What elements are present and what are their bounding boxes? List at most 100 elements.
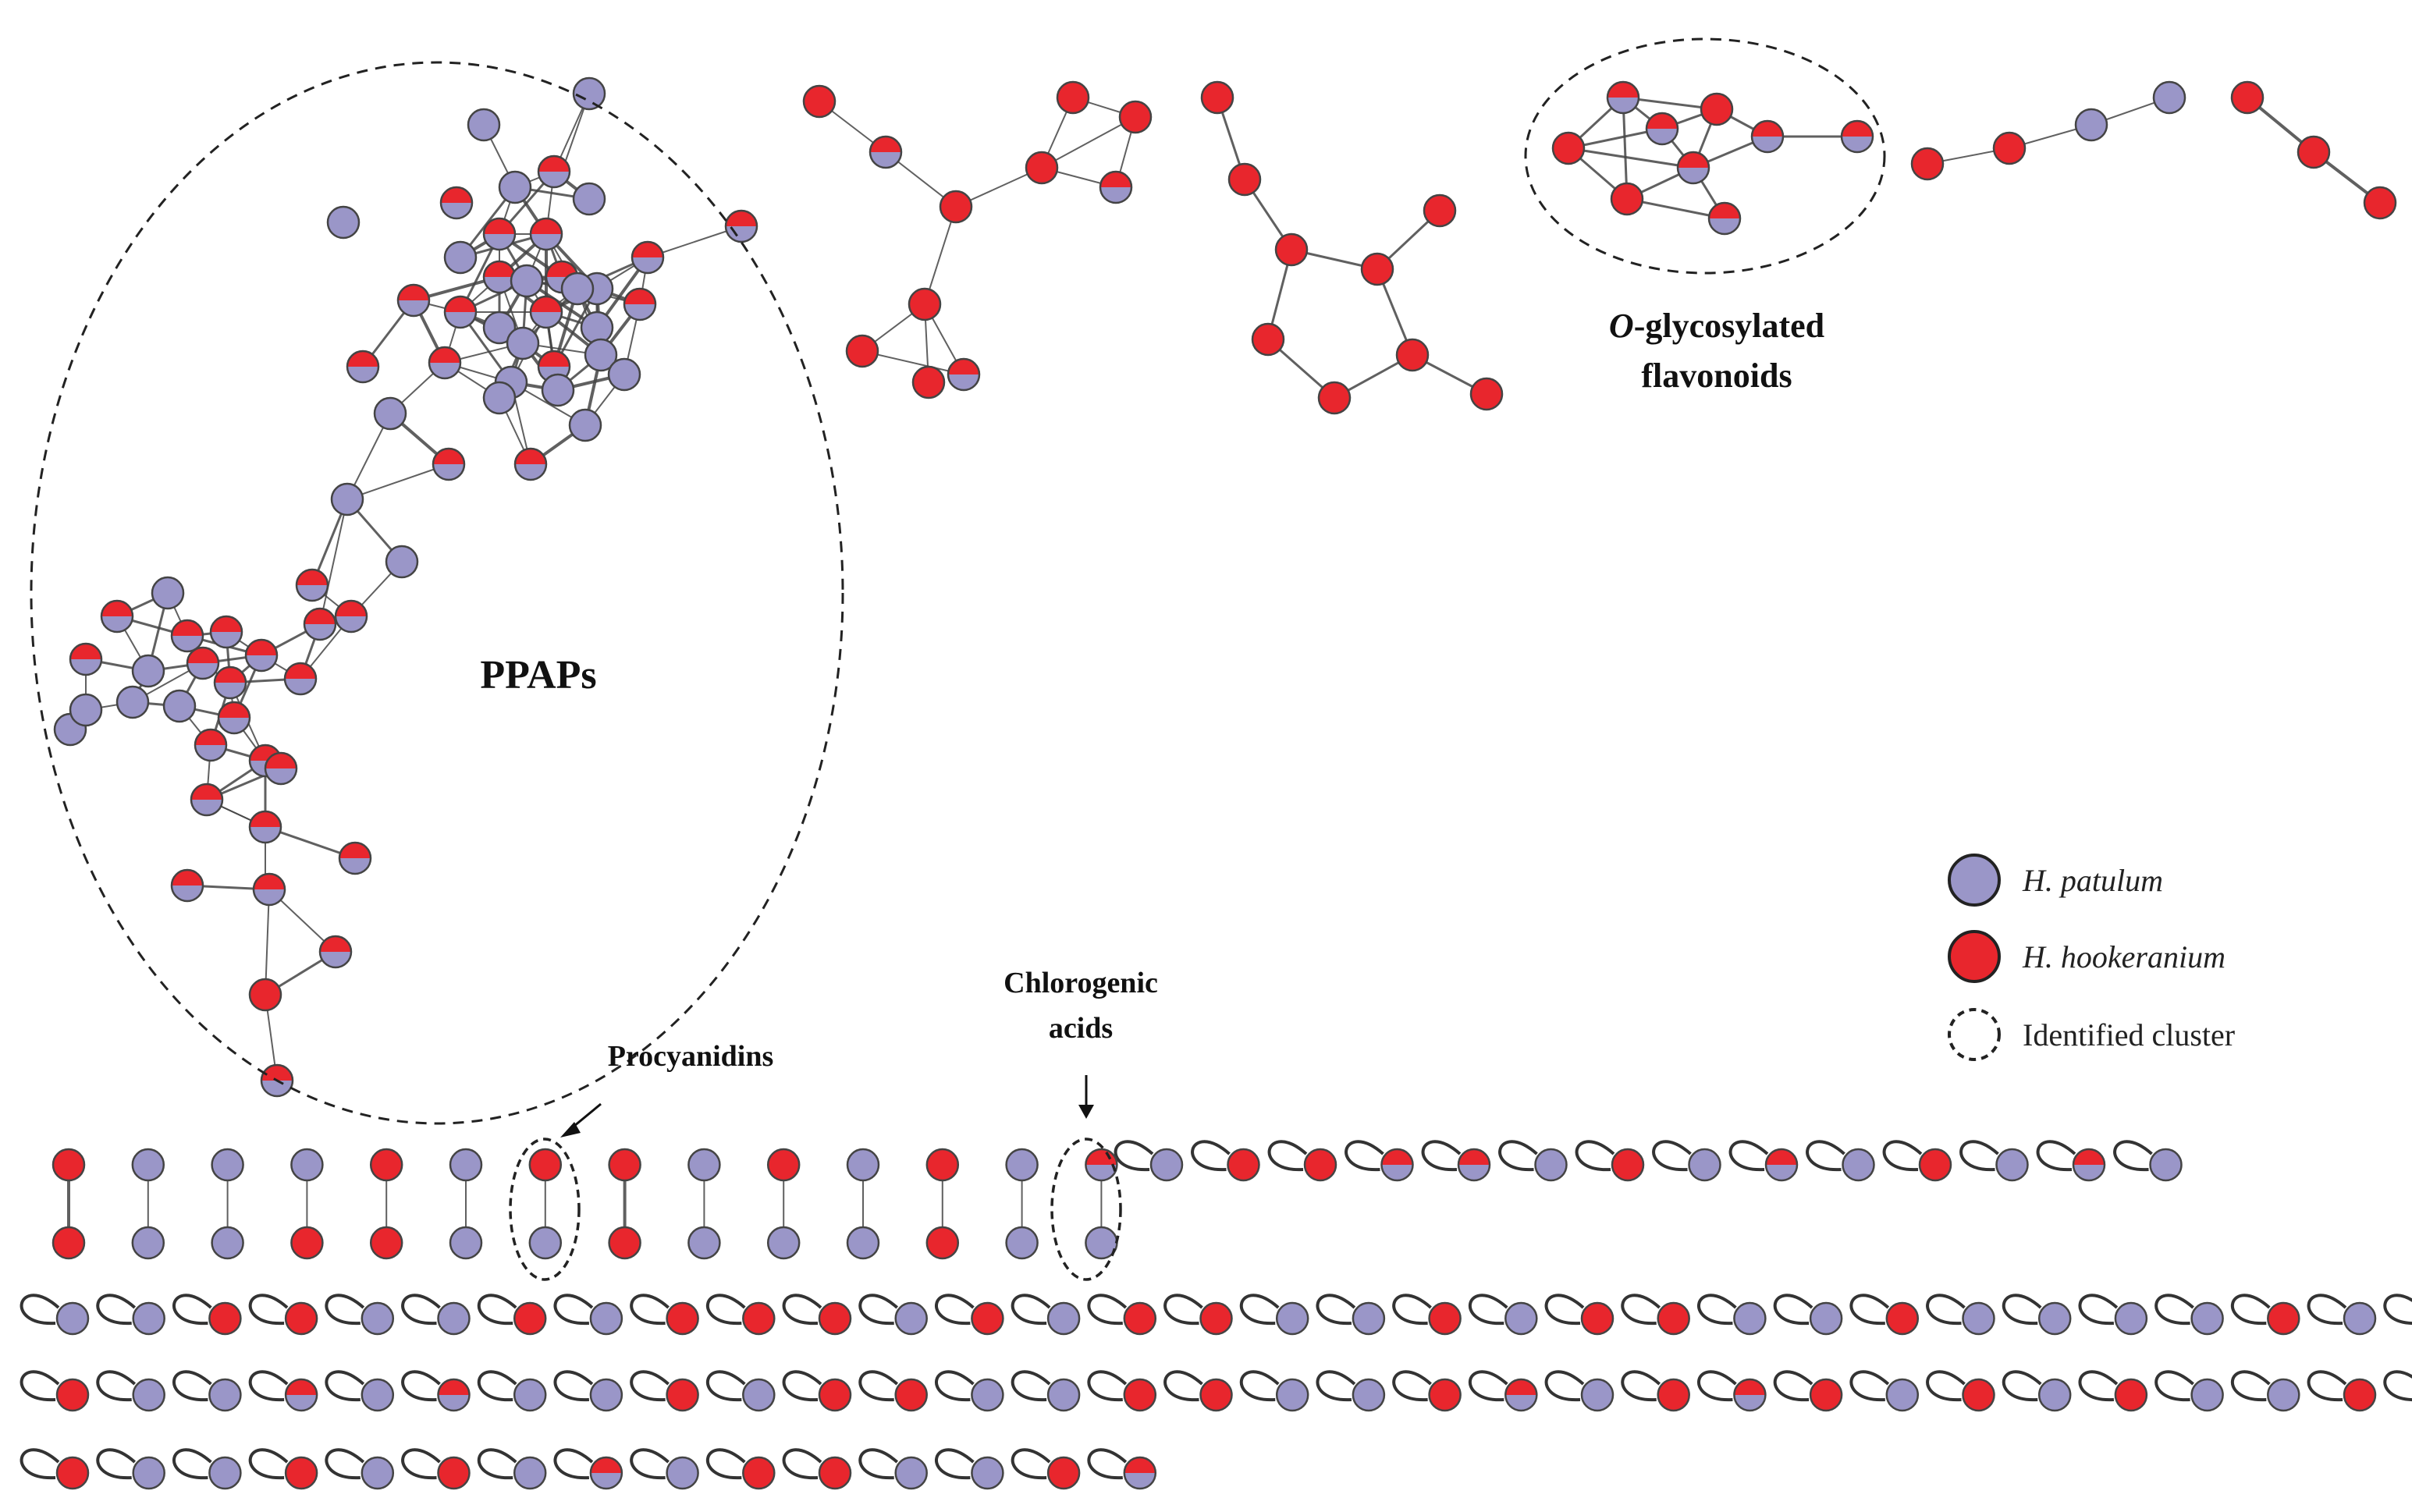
self-loop-edge bbox=[2383, 1370, 2412, 1401]
self-loop-node bbox=[1733, 1301, 1767, 1336]
self-loop-node bbox=[2114, 1301, 2148, 1336]
procyanidins-label: Procyanidins bbox=[608, 1040, 774, 1073]
self-loop-edge bbox=[1882, 1140, 1923, 1172]
self-loop-edge bbox=[705, 1294, 746, 1326]
self-loop-edge bbox=[20, 1448, 60, 1480]
ppaps-node bbox=[217, 701, 251, 735]
self-loop-edge bbox=[325, 1294, 365, 1326]
self-loop-node bbox=[2072, 1148, 2106, 1182]
network-node bbox=[1395, 338, 1430, 372]
ppaps-node bbox=[244, 638, 279, 673]
self-loop-edge bbox=[1498, 1140, 1538, 1172]
self-loop-node bbox=[1733, 1378, 1767, 1412]
self-loop-node bbox=[2037, 1301, 2072, 1336]
self-loop-node bbox=[1352, 1301, 1386, 1336]
network-edge bbox=[265, 889, 270, 996]
ppaps-node bbox=[100, 599, 134, 634]
self-loop-node bbox=[1962, 1301, 1995, 1336]
network-edge bbox=[346, 463, 449, 500]
pair-node-top bbox=[52, 1148, 86, 1182]
pair-node-bottom bbox=[449, 1226, 483, 1260]
self-loop-edge bbox=[1697, 1370, 1737, 1402]
chain-node bbox=[1910, 147, 1945, 181]
self-loop-edge bbox=[1773, 1370, 1813, 1402]
self-loop-node bbox=[284, 1378, 318, 1412]
chain-node bbox=[2074, 108, 2108, 142]
self-loop-node bbox=[2190, 1378, 2224, 1412]
self-loop-node bbox=[55, 1456, 90, 1490]
ppaps-node bbox=[252, 872, 286, 907]
self-loop-node bbox=[742, 1456, 776, 1490]
network-node bbox=[1423, 193, 1457, 228]
self-loop-edge bbox=[1849, 1294, 1890, 1326]
ppaps-node bbox=[338, 841, 372, 875]
network-node bbox=[947, 357, 981, 392]
ppaps-node bbox=[318, 935, 353, 969]
self-loop-node bbox=[1809, 1301, 1843, 1336]
self-loop-node bbox=[666, 1456, 699, 1490]
self-loop-edge bbox=[1011, 1370, 1051, 1402]
pair-node-top bbox=[131, 1148, 165, 1182]
ppaps-node bbox=[631, 240, 665, 275]
legend: H. patulum H. hookeranium Identified clu… bbox=[1948, 854, 2235, 1061]
network-node bbox=[845, 334, 879, 368]
oglycosylated-node bbox=[1645, 112, 1679, 146]
pair-node-top bbox=[687, 1148, 721, 1182]
self-loop-node bbox=[894, 1456, 928, 1490]
self-loop-edge bbox=[1114, 1140, 1154, 1172]
network-node bbox=[939, 190, 973, 224]
network-node bbox=[1200, 80, 1234, 115]
pair-node-bottom bbox=[52, 1226, 86, 1260]
self-loop-edge bbox=[782, 1370, 822, 1402]
self-loop-node bbox=[1885, 1301, 1920, 1336]
self-loop-node bbox=[742, 1301, 776, 1336]
self-loop-edge bbox=[1468, 1294, 1508, 1326]
self-loop-edge bbox=[248, 1370, 289, 1402]
flavonoids-label: flavonoids bbox=[1641, 357, 1792, 395]
legend-cluster-label: Identified cluster bbox=[2023, 1017, 2235, 1052]
self-loop-node bbox=[1457, 1148, 1491, 1182]
ppaps-node bbox=[510, 264, 544, 298]
ppaps-node bbox=[295, 568, 329, 602]
ppaps-node bbox=[443, 295, 478, 329]
network-node bbox=[1274, 232, 1309, 267]
ppaps-node bbox=[572, 182, 606, 216]
ppaps-node bbox=[385, 545, 419, 579]
self-loop-node bbox=[1995, 1148, 2029, 1182]
ppaps-node bbox=[396, 283, 431, 318]
self-loop-node bbox=[1149, 1148, 1184, 1182]
pair-node-bottom bbox=[369, 1226, 403, 1260]
self-loop-node bbox=[589, 1378, 623, 1412]
self-loop-edge bbox=[782, 1448, 822, 1480]
self-loop-node bbox=[55, 1378, 90, 1412]
self-loop-edge bbox=[935, 1448, 975, 1480]
self-loop-edge bbox=[401, 1294, 441, 1326]
self-loop-node bbox=[818, 1456, 852, 1490]
self-loop-edge bbox=[630, 1448, 670, 1480]
self-loop-edge bbox=[477, 1294, 517, 1326]
chlorogenic-arrowhead bbox=[1078, 1105, 1094, 1119]
ppaps-node bbox=[194, 728, 228, 762]
self-loop-node bbox=[361, 1456, 395, 1490]
network-nodes bbox=[52, 76, 2397, 1490]
self-loop-node bbox=[742, 1378, 776, 1412]
self-loop-edge bbox=[1087, 1294, 1128, 1326]
ppaps-node bbox=[213, 665, 247, 700]
network-node bbox=[1056, 80, 1090, 115]
chain-node bbox=[2230, 80, 2265, 115]
pair-node-top bbox=[766, 1148, 801, 1182]
ppaps-node bbox=[373, 396, 407, 431]
pair-node-bottom bbox=[528, 1226, 563, 1260]
self-loop-edge bbox=[1544, 1370, 1585, 1402]
ppaps-node bbox=[248, 810, 282, 844]
ppaps-node bbox=[482, 217, 517, 251]
ppaps-node bbox=[264, 751, 298, 786]
self-loop-edge bbox=[1163, 1294, 1203, 1326]
self-loop-edge bbox=[477, 1448, 517, 1480]
ppaps-node bbox=[151, 576, 185, 610]
self-loop-node bbox=[1275, 1301, 1309, 1336]
self-loop-edge bbox=[1926, 1294, 1966, 1326]
self-loop-edge bbox=[1697, 1294, 1737, 1326]
ppaps-node bbox=[334, 599, 368, 634]
self-loop-node bbox=[1688, 1148, 1721, 1182]
